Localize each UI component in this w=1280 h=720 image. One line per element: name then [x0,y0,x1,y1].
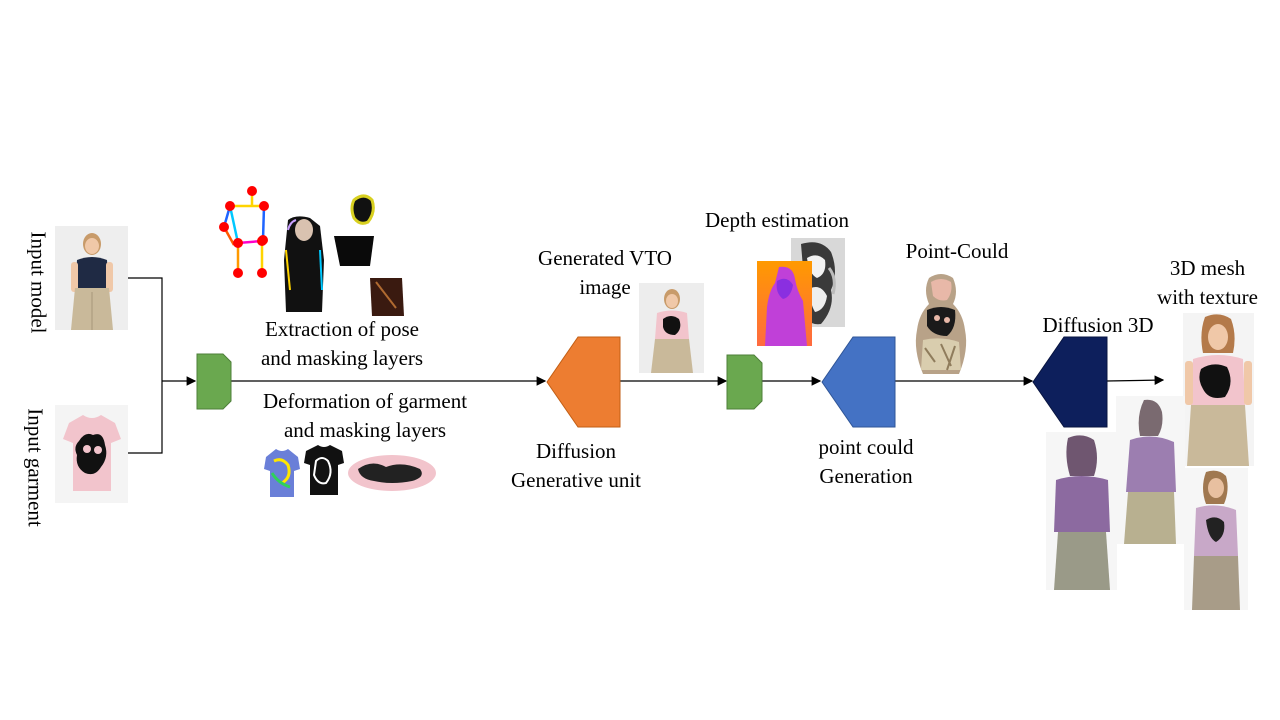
masking-layers-image [284,194,404,316]
mesh-texture-label: 3D mesh with texture [1140,254,1275,312]
pose-skeleton-image [219,186,269,278]
depth-estimation-label-line1: Depth estimation [704,208,850,232]
pose-extraction-label-line1: Extraction of pose [265,317,419,341]
depth-map-image [757,261,812,346]
diffusion-generative-label: Diffusion Generative unit [486,437,666,495]
mesh-texture-label-line1: 3D mesh [1169,256,1246,280]
point-cloud-label: Point-Could [887,237,1027,266]
point-cloud-generation-block [821,336,896,428]
input-garment-image [55,405,128,503]
diffusion-3d-block [1032,336,1108,428]
encoder-block-1 [196,353,232,410]
point-cloud-generation-label: point could Generation [786,433,946,491]
generated-vto-label-line2: image [579,275,631,299]
depth-estimation-label: Depth estimation [687,206,867,235]
mesh-texture-label-line2: with texture [1157,285,1258,309]
generated-vto-image [639,283,704,373]
point-cloud-generation-label-line2: Generation [819,464,913,488]
pose-extraction-label: Extraction of pose and masking layers [242,315,442,373]
garment-deformation-label-line2: and masking layers [283,418,447,442]
mesh-view-front-image [1183,313,1254,466]
point-cloud-label-line1: Point-Could [905,239,1009,263]
garment-deformation-label: Deformation of garment and masking layer… [240,387,490,445]
diffusion-generative-label-line2: Generative unit [510,468,642,492]
diffusion-generative-label-line1: Diffusion [535,439,617,463]
diffusion-3d-label: Diffusion 3D [1028,311,1168,340]
generated-vto-label: Generated VTO image [515,244,695,302]
point-cloud-generation-label-line1: point could [818,435,914,459]
diffusion-generative-block [546,336,621,428]
generated-vto-label-line1: Generated VTO [538,246,672,270]
garment-deformation-label-line1: Deformation of garment [262,389,468,413]
mesh-view-three-quarter-image [1184,468,1248,610]
encoder-block-2 [726,354,763,410]
garment-deformation-image [264,445,436,497]
mesh-view-side-image [1116,396,1185,544]
pose-extraction-label-line2: and masking layers [260,346,424,370]
diffusion-3d-label-line1: Diffusion 3D [1042,313,1154,337]
mesh-view-back-image [1046,432,1117,590]
point-cloud-image [911,270,971,378]
input-model-image [55,226,128,330]
